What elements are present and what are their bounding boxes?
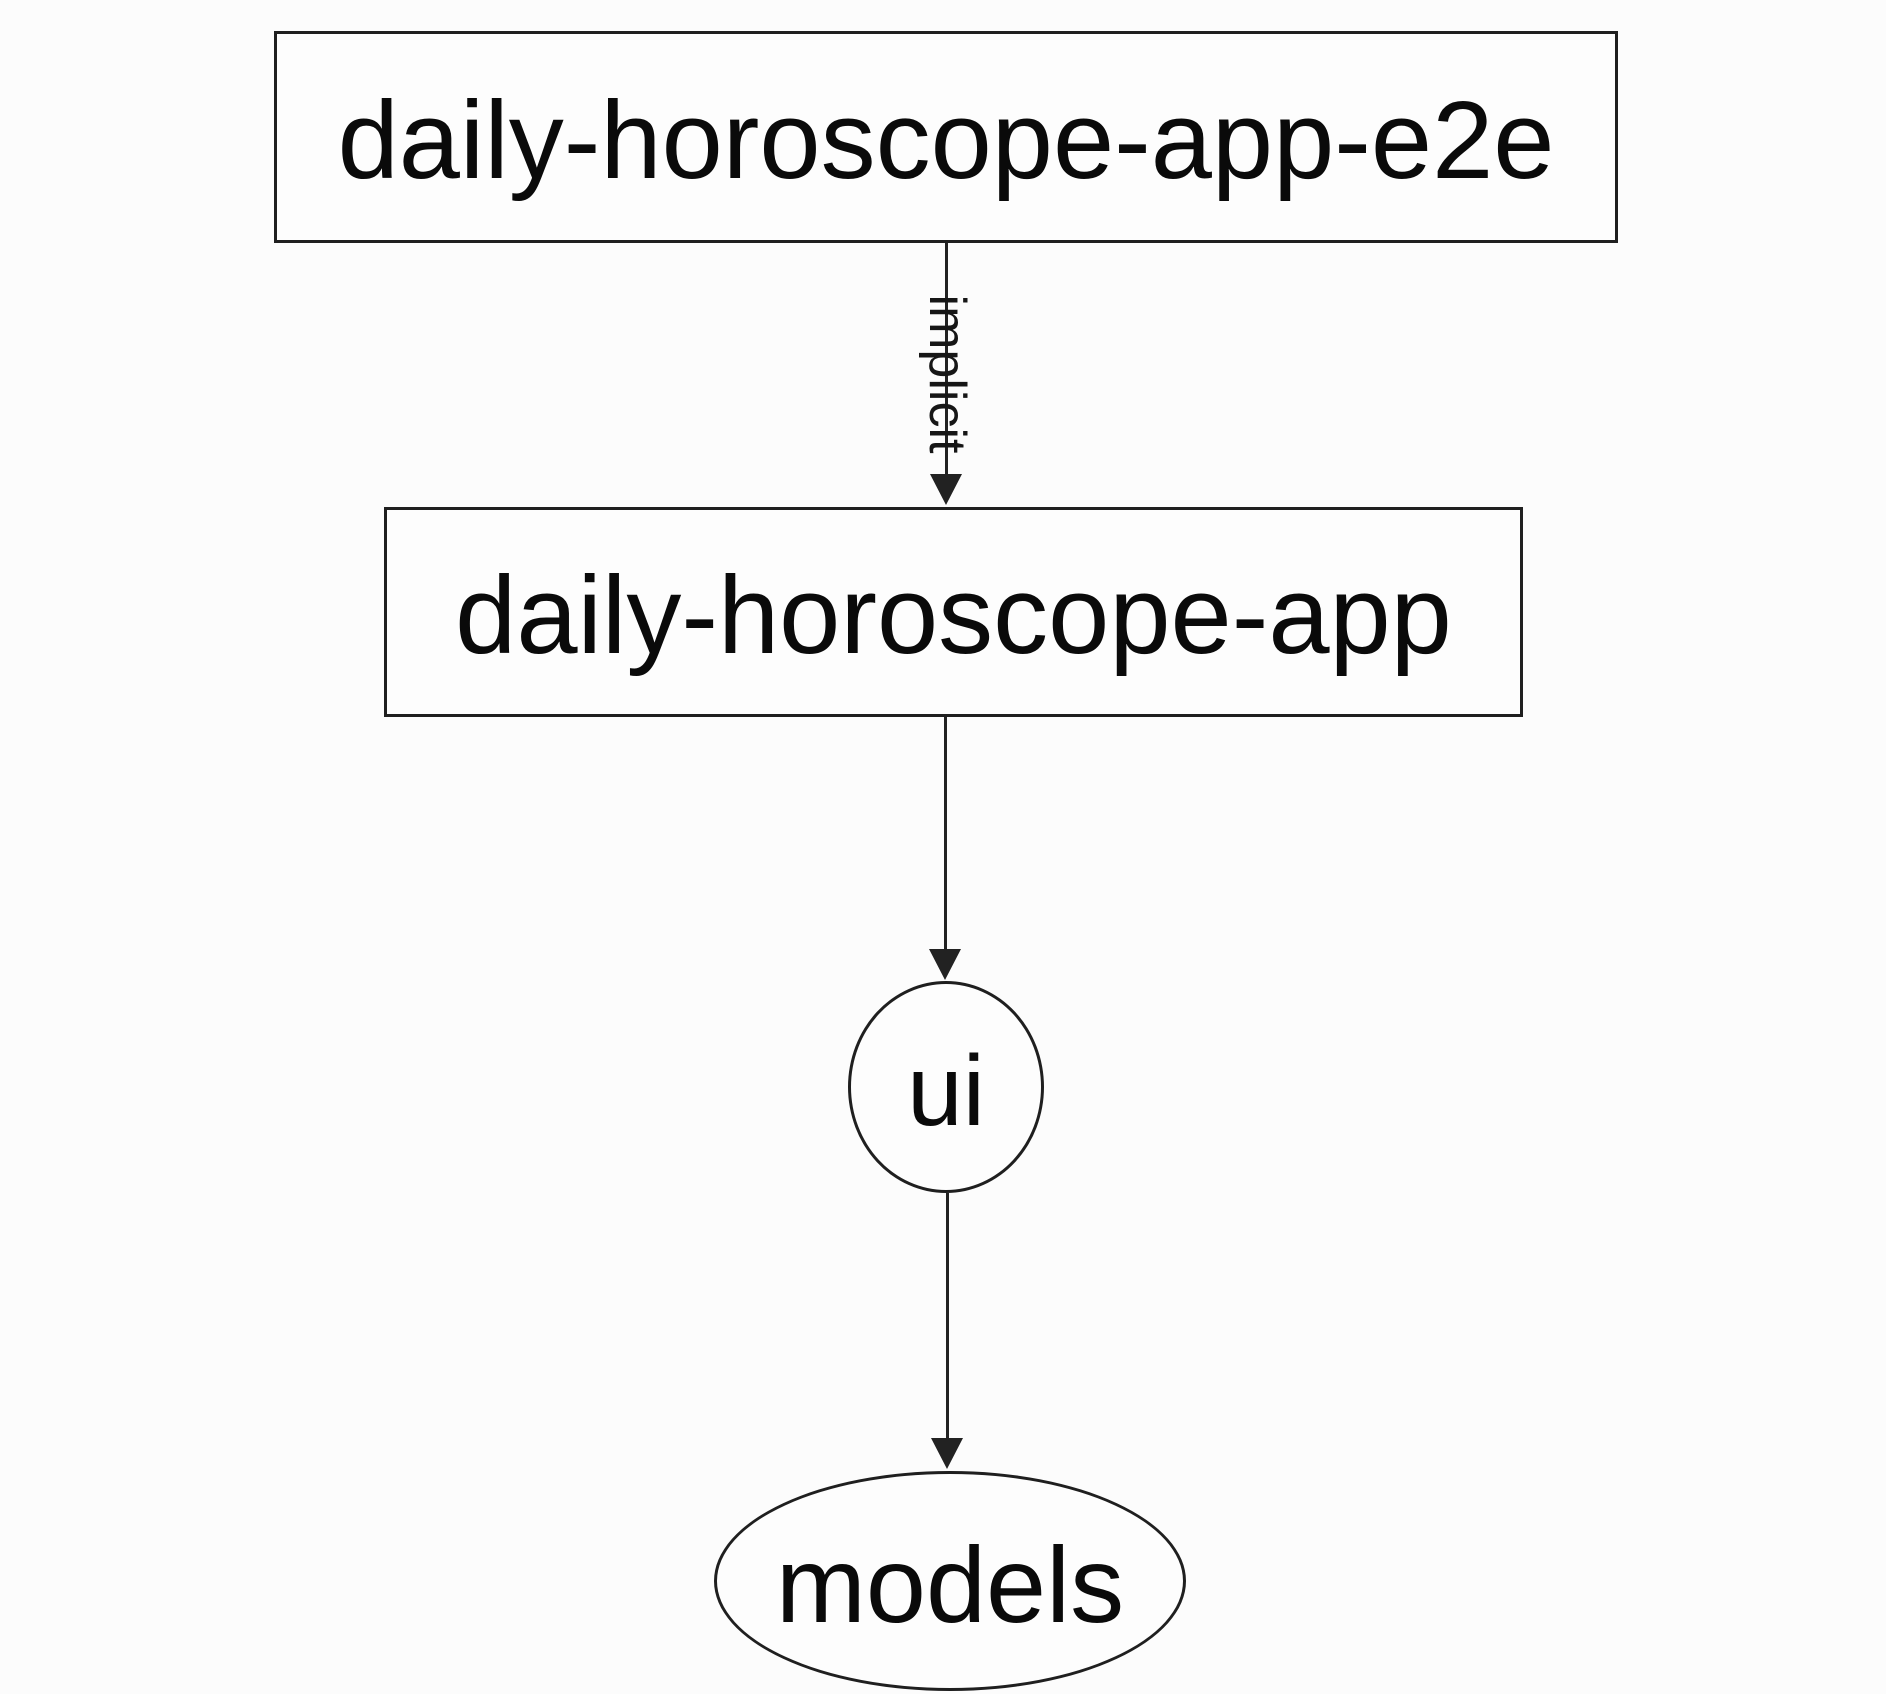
- node-label: models: [775, 1524, 1125, 1645]
- edge-line: [944, 717, 947, 952]
- node-label: ui: [907, 1035, 985, 1147]
- edge-label-implicit: implicit: [918, 294, 976, 454]
- arrowhead-down-icon: [930, 474, 962, 505]
- edge-line: [945, 243, 948, 475]
- arrowhead-down-icon: [931, 1438, 963, 1469]
- node-ui[interactable]: ui: [848, 981, 1044, 1193]
- node-label: daily-horoscope-app-e2e: [337, 79, 1555, 202]
- node-daily-horoscope-app-e2e[interactable]: daily-horoscope-app-e2e: [274, 31, 1618, 243]
- node-label: daily-horoscope-app: [455, 554, 1452, 677]
- node-models[interactable]: models: [714, 1471, 1186, 1691]
- arrowhead-down-icon: [929, 949, 961, 980]
- node-daily-horoscope-app[interactable]: daily-horoscope-app: [384, 507, 1523, 717]
- edge-line: [946, 1193, 949, 1439]
